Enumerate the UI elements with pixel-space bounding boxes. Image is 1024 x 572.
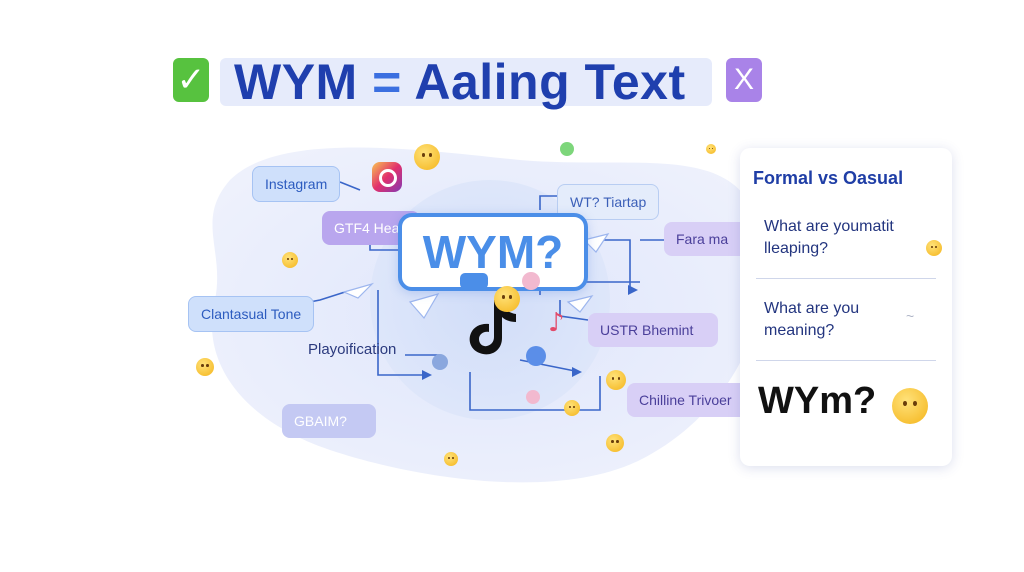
arrowheads <box>422 285 638 380</box>
node-dot <box>432 354 448 370</box>
node-instagram: Instagram <box>252 166 341 202</box>
pink-dot <box>522 272 540 290</box>
panel-wym: WYm? <box>758 380 877 422</box>
node-playification: Playoification <box>308 341 397 358</box>
smiley-emoji-icon <box>494 286 520 312</box>
music-note-icon: ♪ <box>548 308 565 338</box>
node-casual-tone: Clantasual Tone <box>188 296 315 332</box>
whatsapp-icon <box>560 142 574 156</box>
node-chilling: Chilline Trivoer <box>627 383 761 417</box>
wym-bubble-text: WYM? <box>422 226 564 278</box>
title-banner <box>220 58 712 106</box>
panel-divider <box>756 278 936 279</box>
smiley-emoji-icon <box>606 434 624 452</box>
smiley-emoji-icon <box>606 370 626 390</box>
smiley-emoji-icon <box>564 400 580 416</box>
title-left: WYM <box>234 54 358 110</box>
smiley-emoji-icon <box>414 144 440 170</box>
pink-dot <box>526 390 540 404</box>
smiley-emoji-icon <box>444 452 458 466</box>
page-title: WYM = Aaling Text <box>234 52 686 112</box>
smiley-emoji-icon <box>196 358 214 376</box>
tiktok-icon <box>469 300 516 355</box>
panel-divider <box>756 360 936 361</box>
ellipsis-icon <box>460 273 488 289</box>
user-icon <box>526 346 546 366</box>
panel-title: Formal vs Oasual <box>753 168 904 188</box>
title-right: Aaling Text <box>414 54 686 110</box>
doodle-icon: ~ <box>906 308 915 324</box>
panel-question-2: What are you meaning? <box>764 300 860 339</box>
smiley-emoji-icon <box>282 252 298 268</box>
instagram-icon <box>372 162 402 192</box>
paper-plane-icons <box>342 233 610 320</box>
x-icon: X <box>726 58 762 102</box>
smiley-emoji-icon <box>926 240 942 256</box>
panel-question-1: What are youmatit lleaping? <box>764 218 894 257</box>
check-icon: ✓ <box>173 58 209 102</box>
node-ustr: USTR Bhemint <box>588 313 718 347</box>
title-equals: = <box>372 54 402 110</box>
node-gbaim: GBAIM? <box>282 404 376 438</box>
wym-speech-bubble <box>398 213 588 291</box>
heart-eyes-emoji-icon <box>892 388 928 424</box>
smiley-emoji-icon <box>706 144 716 154</box>
